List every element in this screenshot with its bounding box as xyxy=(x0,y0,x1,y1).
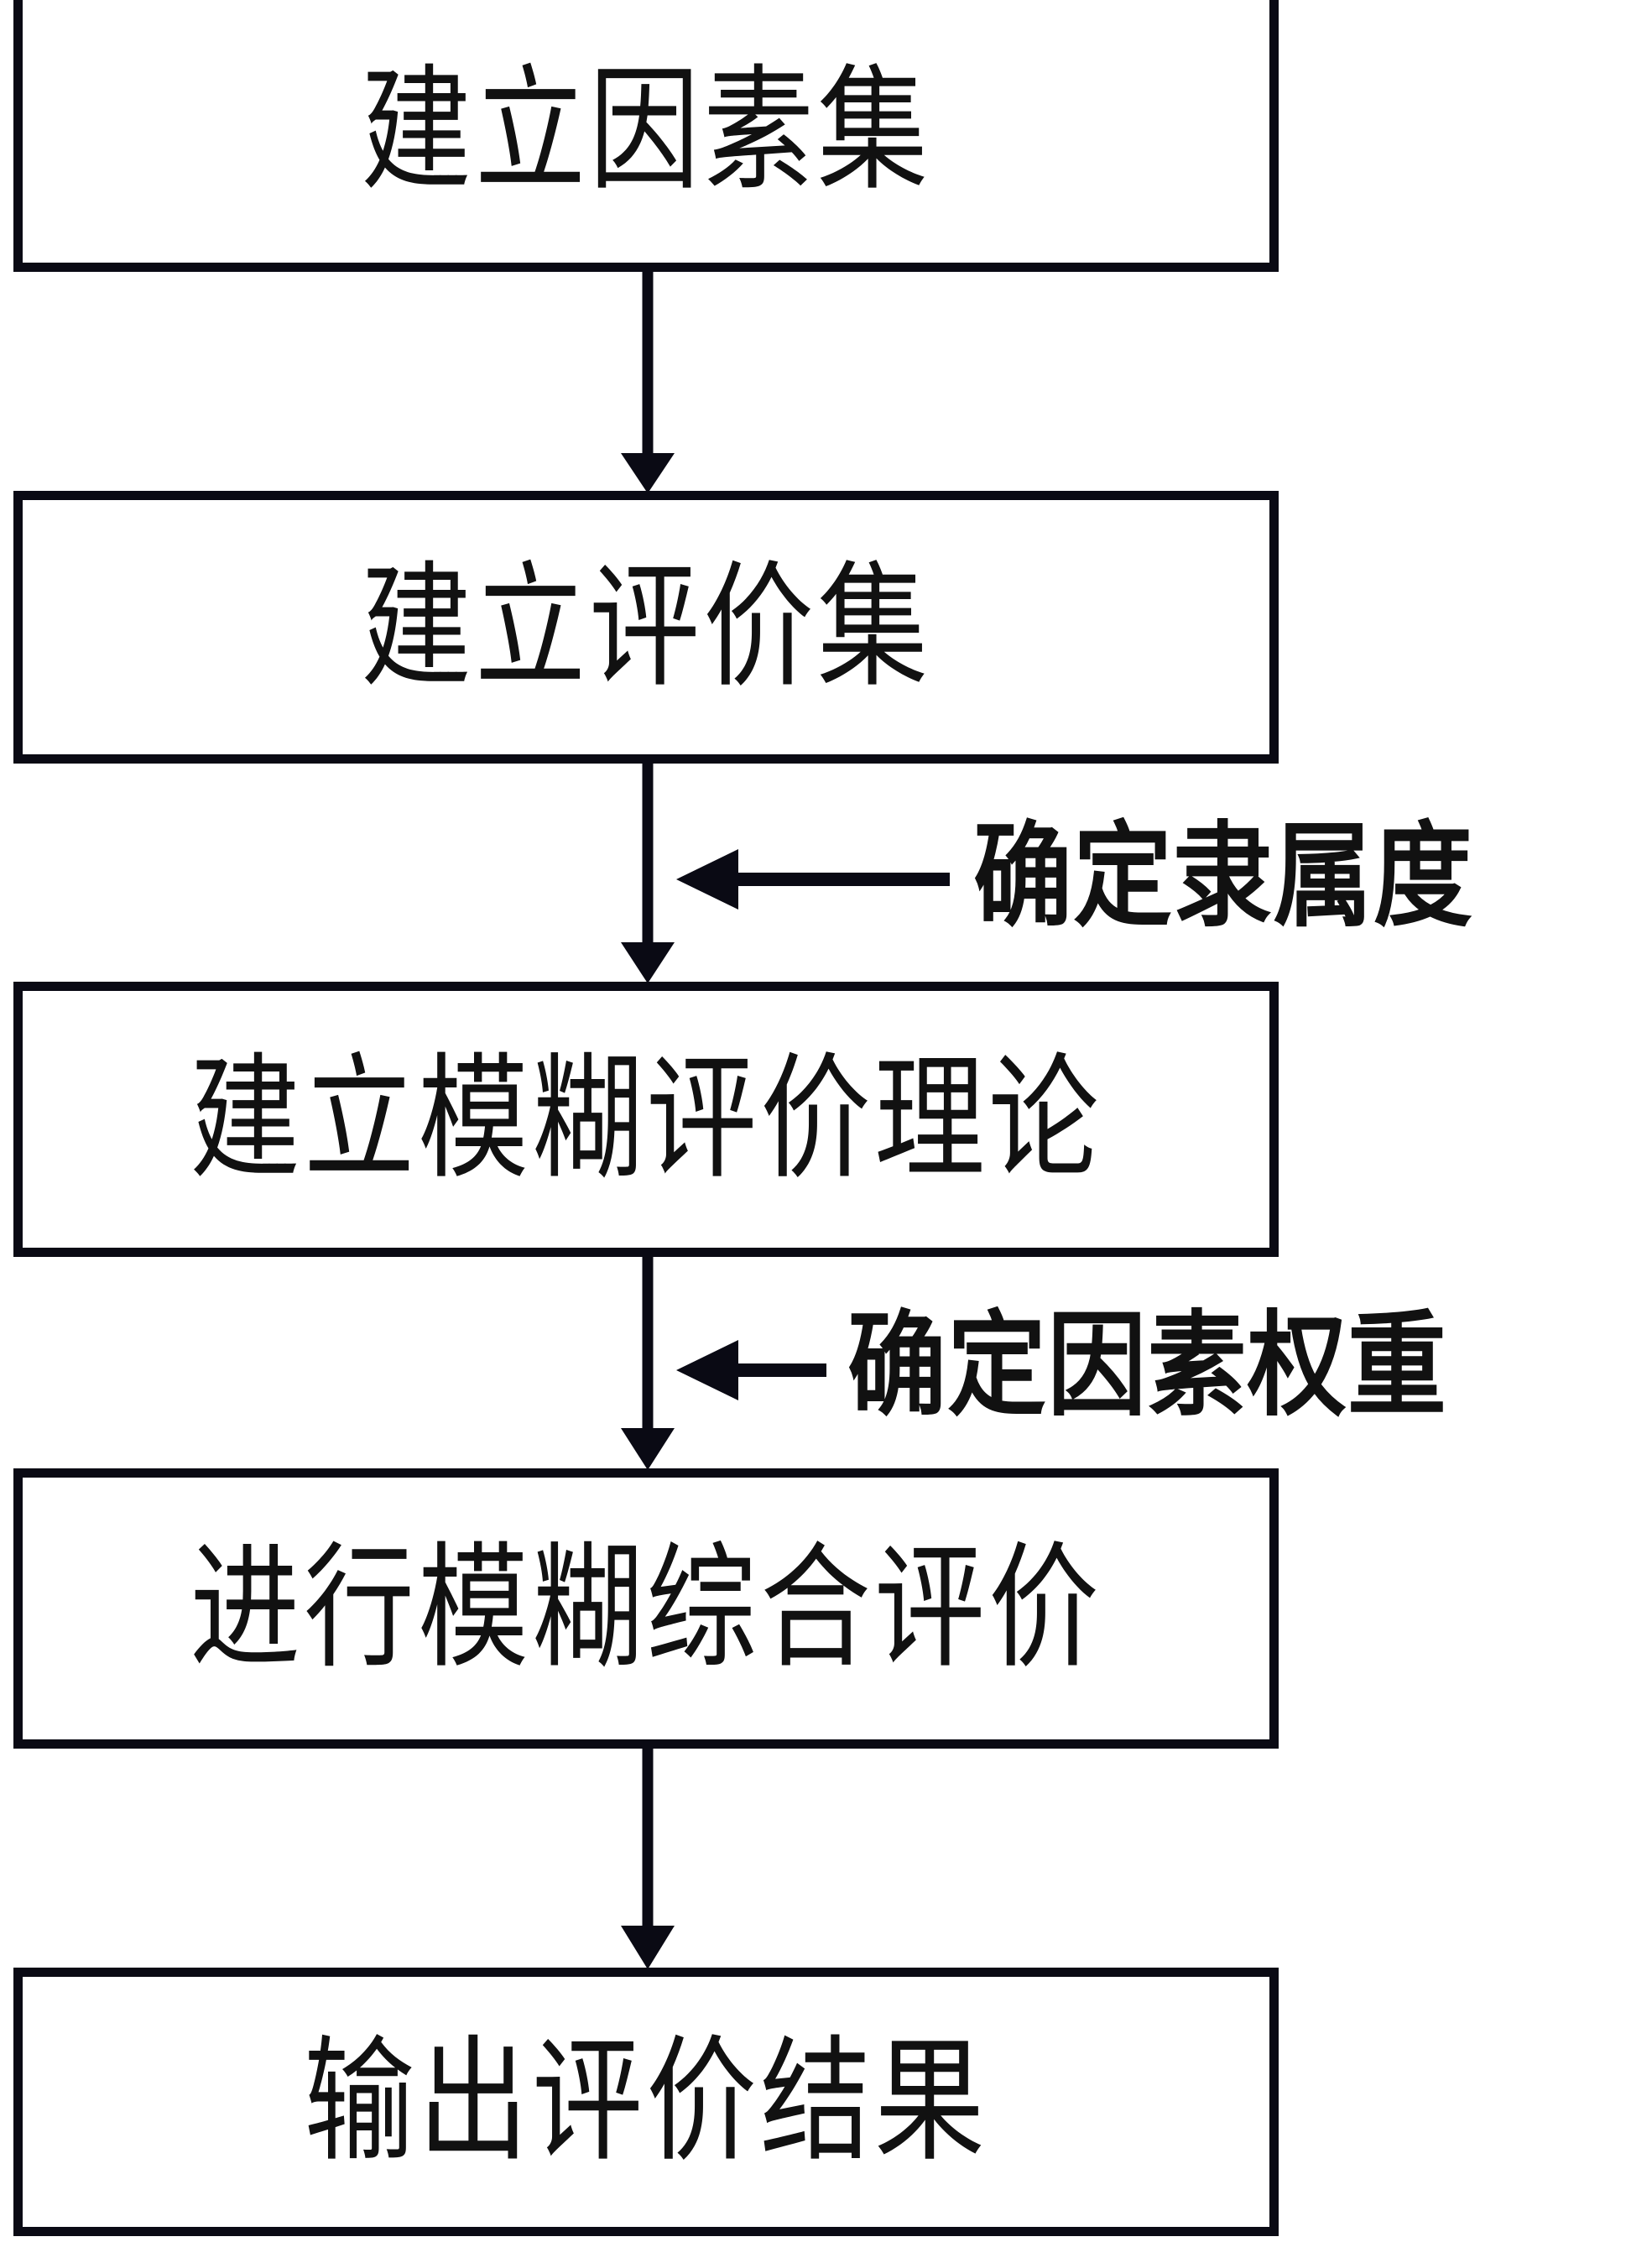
flow-node-establish-factor-set[interactable]: 建立因素集 xyxy=(13,0,1279,272)
connector-n2-to-n3 xyxy=(621,764,675,983)
flow-node-label: 进行模糊综合评价 xyxy=(190,1530,1102,1687)
connector-label-arrow-weights xyxy=(676,1340,826,1400)
connector-label-arrow-membership xyxy=(676,849,950,910)
flow-node-label: 建立评价集 xyxy=(361,548,931,706)
edge-label-determine-factor-weights: 确定因素权重 xyxy=(847,1298,1448,1432)
flow-node-label: 建立因素集 xyxy=(361,52,931,210)
connector-n1-to-n2 xyxy=(621,272,675,493)
flow-node-output-evaluation-result[interactable]: 输出评价结果 xyxy=(13,1968,1279,2236)
connector-n4-to-n5 xyxy=(621,1749,675,1969)
flow-node-label: 建立模糊评价理论 xyxy=(190,1040,1102,1198)
flow-node-label: 输出评价结果 xyxy=(304,2023,988,2181)
edge-label-determine-membership-degree: 确定隶属度 xyxy=(973,809,1473,943)
flow-node-establish-fuzzy-evaluation-theory[interactable]: 建立模糊评价理论 xyxy=(13,982,1279,1257)
flow-node-perform-fuzzy-comprehensive-evaluation[interactable]: 进行模糊综合评价 xyxy=(13,1468,1279,1749)
flow-node-establish-evaluation-set[interactable]: 建立评价集 xyxy=(13,491,1279,764)
connector-n3-to-n4 xyxy=(621,1257,675,1470)
